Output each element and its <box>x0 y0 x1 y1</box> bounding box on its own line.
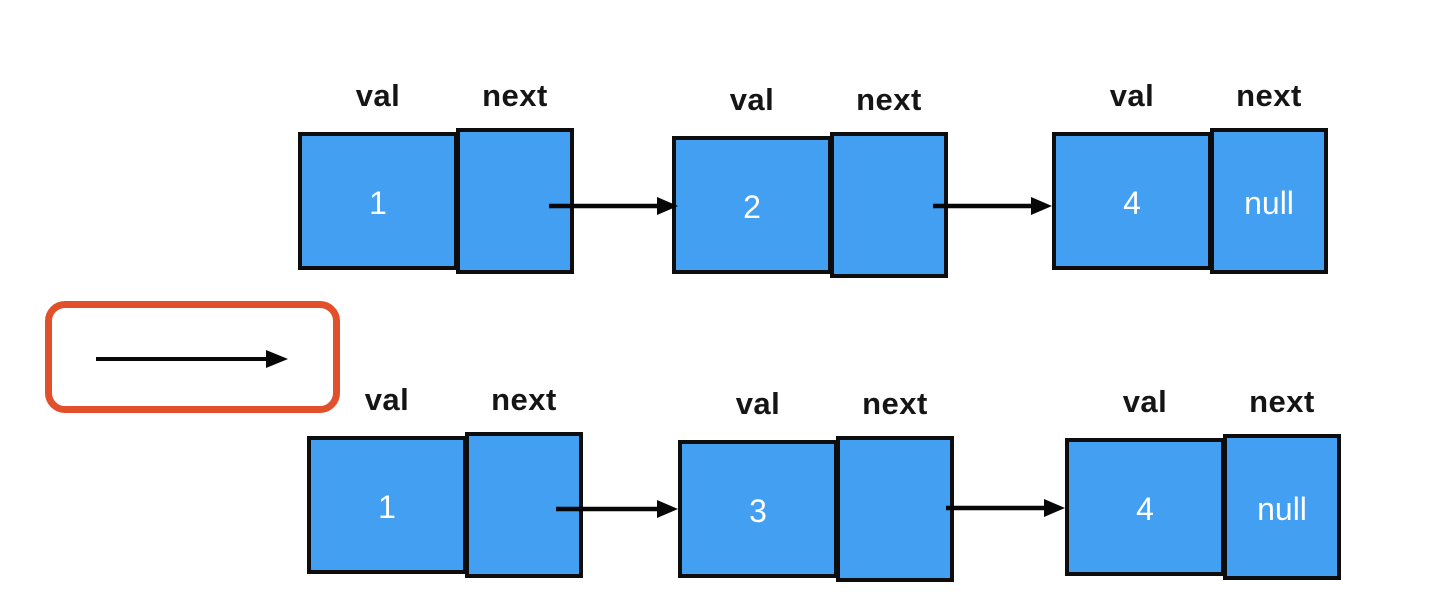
list-node: val next 3 <box>678 386 954 582</box>
val-label: val <box>729 82 775 117</box>
transform-arrow-box <box>45 301 340 413</box>
node-cells: 4 null <box>1065 434 1341 580</box>
list-node: val next 4 null <box>1052 78 1328 274</box>
list-node: val next 4 null <box>1065 384 1341 580</box>
list-node: val next 2 <box>672 82 948 278</box>
next-pointer-arrow <box>933 197 1052 215</box>
val-cell: 1 <box>298 132 458 270</box>
node-value: 3 <box>749 493 767 529</box>
val-cell: 4 <box>1052 132 1212 270</box>
next-cell <box>465 432 583 578</box>
node-field-labels: val next <box>307 382 583 418</box>
next-pointer-arrow <box>556 500 678 518</box>
next-label: next <box>862 386 928 421</box>
val-label: val <box>355 78 401 113</box>
next-pointer-arrow <box>946 499 1065 517</box>
node-value: 1 <box>378 489 396 525</box>
next-cell: null <box>1223 434 1341 580</box>
next-label: next <box>1236 78 1302 113</box>
val-label: val <box>364 382 410 417</box>
val-label: val <box>1109 78 1155 113</box>
right-arrow-icon <box>96 350 288 368</box>
node-cells: 3 <box>678 436 954 582</box>
node-field-labels: val next <box>678 386 954 422</box>
node-cells: 1 <box>307 432 583 578</box>
val-cell: 4 <box>1065 438 1225 576</box>
node-field-labels: val next <box>1052 78 1328 114</box>
node-cells: 4 null <box>1052 128 1328 274</box>
node-cells: 2 <box>672 132 948 278</box>
next-pointer-arrow <box>549 197 678 215</box>
val-cell: 2 <box>672 136 832 274</box>
next-cell <box>830 132 948 278</box>
node-value: 4 <box>1136 491 1154 527</box>
node-cells: 1 <box>298 128 574 274</box>
val-label: val <box>735 386 781 421</box>
next-label: next <box>1249 384 1315 419</box>
node-value: 4 <box>1123 185 1141 221</box>
node-field-labels: val next <box>298 78 574 114</box>
val-label: val <box>1122 384 1168 419</box>
node-value: 2 <box>743 189 761 225</box>
next-value: null <box>1257 491 1307 527</box>
node-field-labels: val next <box>1065 384 1341 420</box>
list-node: val next 1 <box>298 78 574 274</box>
val-cell: 1 <box>307 436 467 574</box>
next-value: null <box>1244 185 1294 221</box>
next-cell <box>836 436 954 582</box>
next-cell: null <box>1210 128 1328 274</box>
next-cell <box>456 128 574 274</box>
val-cell: 3 <box>678 440 838 578</box>
node-field-labels: val next <box>672 82 948 118</box>
next-label: next <box>482 78 548 113</box>
next-label: next <box>856 82 922 117</box>
next-label: next <box>491 382 557 417</box>
node-value: 1 <box>369 185 387 221</box>
list-node: val next 1 <box>307 382 583 578</box>
